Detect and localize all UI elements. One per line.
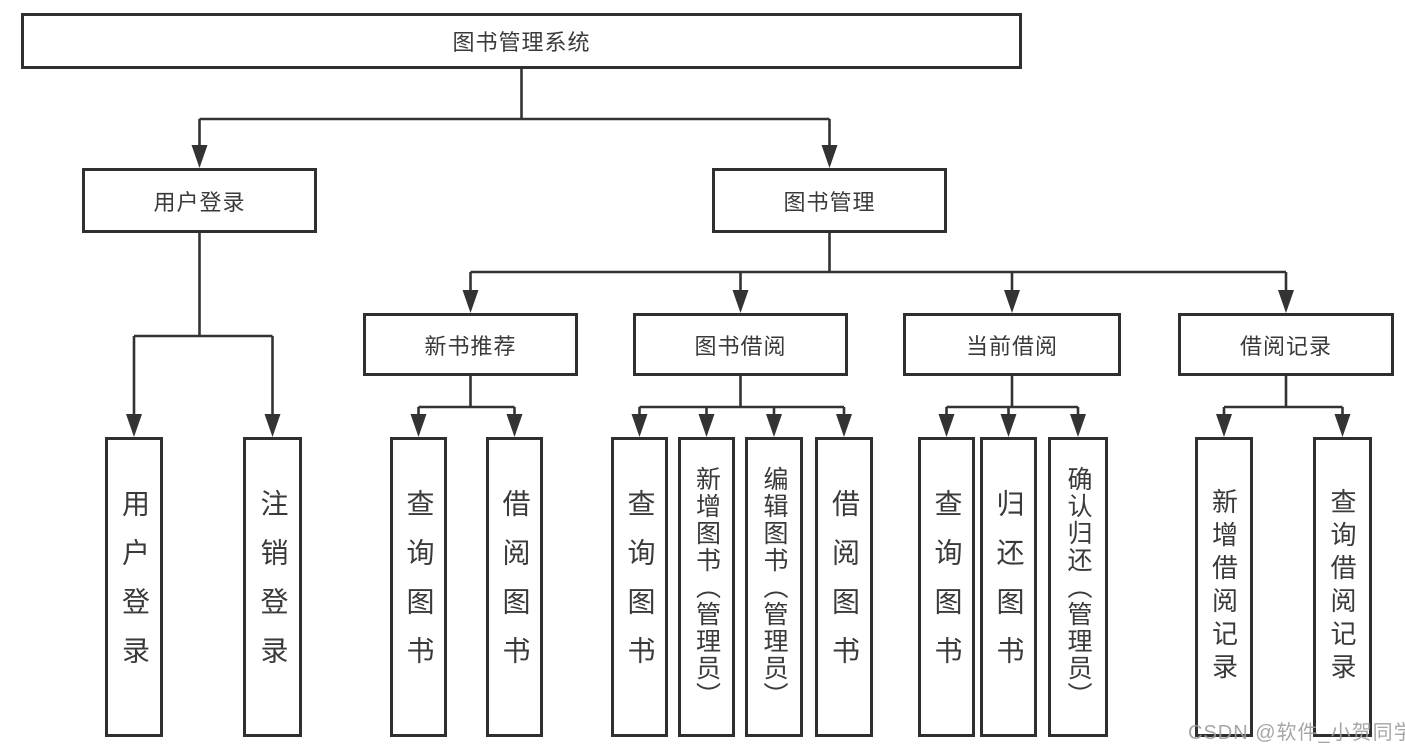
node-label-v-user-login: 用户登录: [119, 489, 150, 685]
node-label-v-confirm-return: 确认归还（管理员）: [1064, 465, 1092, 709]
node-label-v-borrow-book-1: 借阅图书: [499, 489, 531, 685]
node-label-book-mgmt: 图书管理: [783, 189, 876, 215]
node-book-mgmt: 图书管理: [712, 168, 947, 233]
node-label-borrow-record: 借阅记录: [1239, 333, 1332, 359]
watermark: CSDN @软件_小贺同学: [1188, 722, 1405, 744]
node-label-v-query-record: 查询借阅记录: [1327, 488, 1357, 686]
node-v-query-book-2: 查询图书: [611, 437, 668, 737]
connector-book-borrow-to-v-add-book-arrowhead: [698, 414, 715, 437]
node-borrow-record: 借阅记录: [1178, 313, 1394, 376]
connector-new-book-rec-to-v-borrow-book-1-arrowhead: [506, 414, 523, 437]
connector-user-login-to-v-logout-arrowhead: [264, 414, 281, 437]
connector-book-mgmt-to-new-book-rec-arrowhead: [462, 290, 479, 313]
connector-book-mgmt-to-book-borrow-arrowhead: [732, 290, 749, 313]
node-label-root: 图书管理系统: [452, 30, 591, 55]
node-label-user-login: 用户登录: [153, 189, 246, 215]
connector-book-borrow-to-v-borrow-book-2-arrowhead: [836, 414, 852, 437]
node-label-v-query-book-1: 查询图书: [403, 489, 435, 685]
node-user-login: 用户登录: [82, 168, 317, 233]
node-root: 图书管理系统: [21, 13, 1022, 69]
node-v-add-record: 新增借阅记录: [1195, 437, 1253, 737]
connector-root-to-book-mgmt-arrowhead: [821, 145, 838, 168]
connector-borrow-record-to-v-query-record-arrowhead: [1334, 414, 1351, 437]
node-label-v-query-book-2: 查询图书: [624, 489, 656, 685]
node-label-v-logout: 注销登录: [257, 489, 289, 685]
node-v-add-book: 新增图书（管理员）: [678, 437, 735, 737]
node-label-v-query-book-3: 查询图书: [931, 489, 963, 685]
node-v-query-record: 查询借阅记录: [1313, 437, 1372, 737]
node-book-borrow: 图书借阅: [633, 313, 848, 376]
node-label-v-borrow-book-2: 借阅图书: [829, 489, 860, 685]
connector-book-mgmt-to-borrow-record-arrowhead: [1278, 290, 1294, 313]
node-v-return-book: 归还图书: [980, 437, 1037, 737]
connector-book-mgmt-to-current-borrow-arrowhead: [1004, 290, 1020, 313]
connector-root-to-user-login-arrowhead: [191, 145, 208, 168]
node-v-query-book-1: 查询图书: [390, 437, 447, 737]
connector-current-borrow-to-v-confirm-return-arrowhead: [1070, 414, 1086, 437]
node-label-current-borrow: 当前借阅: [965, 333, 1058, 359]
connector-user-login-to-v-user-login-arrowhead: [126, 414, 142, 437]
connector-book-borrow-to-v-edit-book-arrowhead: [766, 414, 782, 437]
node-label-v-edit-book: 编辑图书（管理员）: [760, 465, 788, 709]
node-label-v-add-book: 新增图书（管理员）: [692, 465, 721, 709]
node-v-confirm-return: 确认归还（管理员）: [1048, 437, 1108, 737]
node-new-book-rec: 新书推荐: [363, 313, 578, 376]
node-v-user-login: 用户登录: [105, 437, 163, 737]
connector-book-borrow-to-v-query-book-2-arrowhead: [631, 414, 648, 437]
node-label-v-return-book: 归还图书: [993, 489, 1025, 685]
connector-borrow-record-to-v-add-record-arrowhead: [1216, 414, 1232, 437]
node-v-logout: 注销登录: [243, 437, 302, 737]
node-label-new-book-rec: 新书推荐: [424, 333, 517, 359]
node-label-book-borrow: 图书借阅: [694, 333, 787, 359]
node-v-edit-book: 编辑图书（管理员）: [745, 437, 803, 737]
node-label-v-add-record: 新增借阅记录: [1208, 488, 1239, 686]
connector-new-book-rec-to-v-query-book-1-arrowhead: [410, 414, 427, 437]
connector-current-borrow-to-v-return-book-arrowhead: [1000, 414, 1017, 437]
node-v-borrow-book-2: 借阅图书: [815, 437, 873, 737]
node-v-query-book-3: 查询图书: [918, 437, 975, 737]
node-current-borrow: 当前借阅: [903, 313, 1121, 376]
node-v-borrow-book-1: 借阅图书: [486, 437, 543, 737]
connector-current-borrow-to-v-query-book-3-arrowhead: [938, 414, 955, 437]
